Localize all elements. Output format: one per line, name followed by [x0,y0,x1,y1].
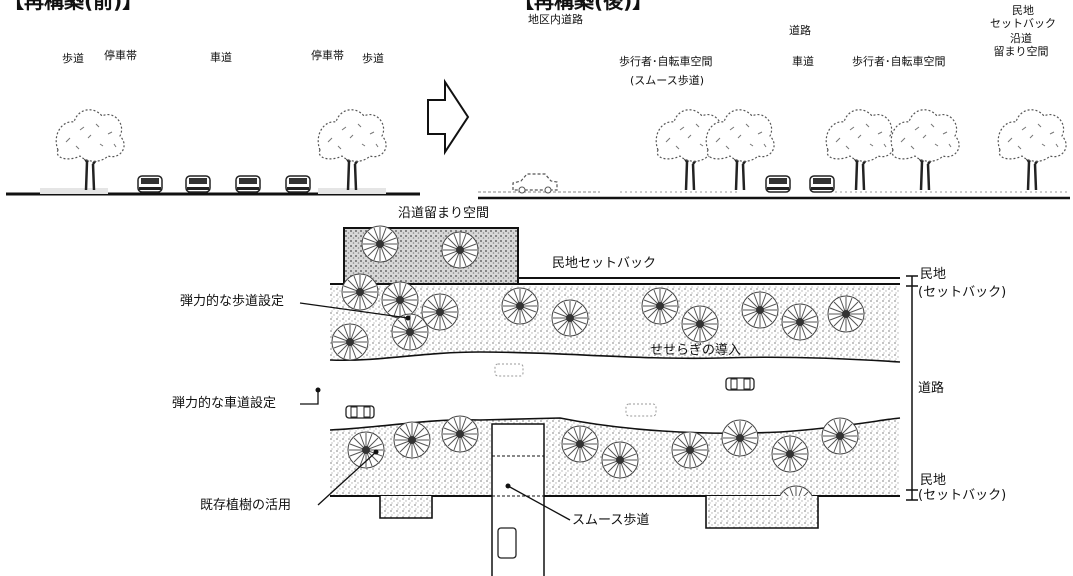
before-label-sidewalk-left: 歩道 [62,52,84,65]
plan-label-existing-trees: 既存植樹の活用 [200,498,292,513]
plan-label-elastic-roadway: 弾力的な車道設定 [172,396,277,411]
dim-label-setback-bottom: (セットバック) [918,488,1007,503]
dim-label-private-bottom: 民地 [920,473,947,488]
after-label-ped-bike-2: 歩行者･自転車空間 [852,55,946,68]
after-label-private-setback: 民地 セットバック [985,4,1061,30]
header-before: 【再構築(前)】 [4,0,143,13]
plan-label-smooth-sidewalk: スムース歩道 [572,513,650,528]
header-after: 【再構築(後)】 [514,0,653,13]
after-label-road: 道路 [789,24,811,37]
dim-label-private-top: 民地 [920,267,947,282]
plan-label-private-setback: 民地セットバック [552,256,657,271]
plan-label-stream: せせらぎの導入 [650,343,742,358]
after-label-carriageway: 車道 [792,55,814,68]
dim-label-road: 道路 [918,381,945,396]
after-label-district-road: 地区内道路 [528,13,583,26]
before-label-parking-right: 停車帯 [311,49,344,62]
before-label-parking-left: 停車帯 [104,49,137,62]
before-label-carriageway: 車道 [210,51,232,64]
plan-drawing [299,225,918,576]
after-label-setback: セットバック [990,17,1056,30]
after-label-roadside-space: 沿道 留まり空間 [976,32,1066,58]
after-label-private: 民地 [1012,4,1034,17]
dim-label-setback-top: (セットバック) [918,285,1007,300]
plan-label-elastic-sidewalk: 弾力的な歩道設定 [180,294,285,309]
after-label-ped-bike-1: 歩行者･自転車空間 [619,55,713,68]
after-label-smooth-walk: (スムース歩道) [630,74,705,87]
after-section-drawing [478,108,1070,200]
plan-label-roadside-space: 沿道留まり空間 [398,206,490,221]
after-label-roadside: 沿道 [1010,32,1032,45]
after-label-stay-space: 留まり空間 [993,45,1049,58]
arrow-icon [427,78,470,156]
before-label-sidewalk-right: 歩道 [362,52,384,65]
before-section-drawing [6,108,420,196]
